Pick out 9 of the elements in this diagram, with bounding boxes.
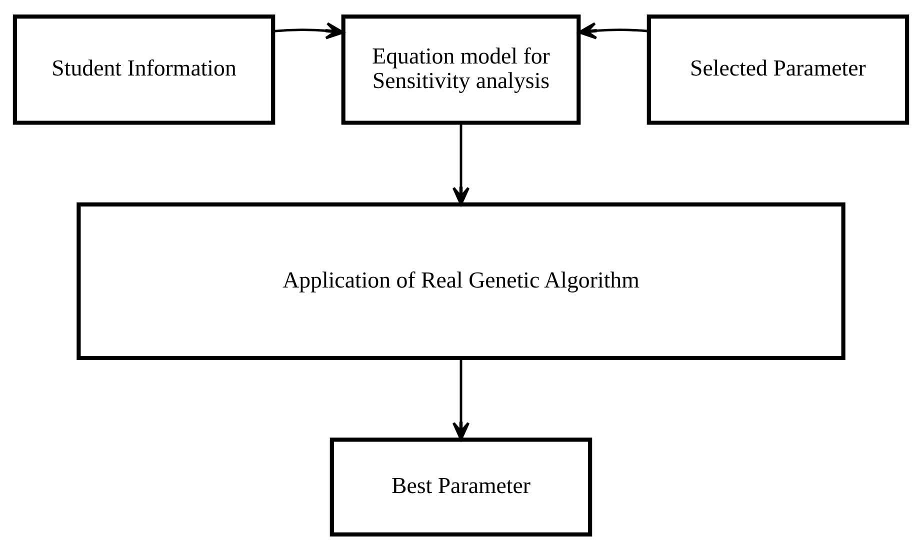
node-box: Selected Parameter <box>646 14 910 125</box>
arrow <box>452 122 470 206</box>
node-box: Best Parameter <box>330 438 592 536</box>
arrow <box>273 22 344 40</box>
node-box: Equation model for Sensitivity analysis <box>341 14 581 125</box>
node-box: Student Information <box>12 14 276 125</box>
arrow <box>578 22 648 40</box>
node-box: Application of Real Genetic Algorithm <box>76 202 846 360</box>
arrow <box>452 358 470 441</box>
